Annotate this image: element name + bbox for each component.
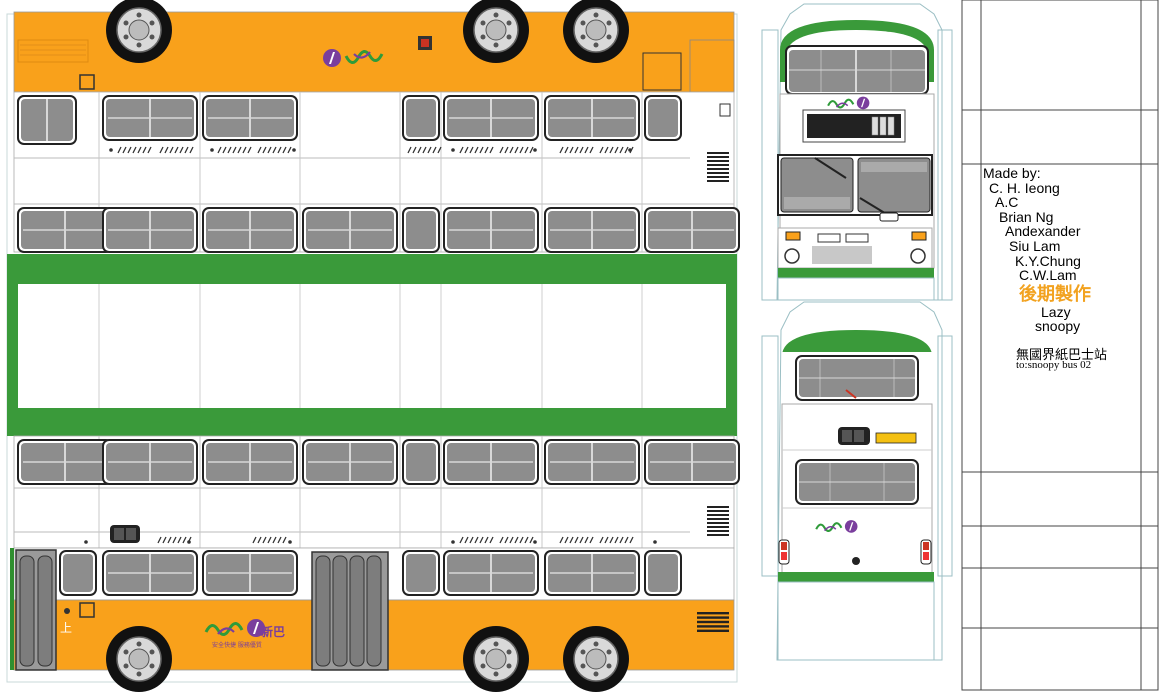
file-name: to:snoopy bus 02 — [1016, 359, 1092, 371]
credits-heading: Made by: — [983, 165, 1041, 181]
brand-slogan: 安全快捷 服務優質 — [212, 641, 262, 649]
credit-name: snoopy — [1035, 318, 1081, 335]
credit-name: C. H. Ieong — [989, 179, 1060, 196]
route-label: 上 — [60, 621, 72, 635]
credit-name: Lazy — [1041, 303, 1071, 320]
credit-name: K.Y.Chung — [1015, 252, 1081, 269]
credits-block: Made by: C. H. Ieong A.C Brian Ng Andexa… — [983, 166, 1091, 334]
rear-face-panel — [761, 301, 953, 661]
base-panel-strip — [961, 0, 1159, 691]
credit-post-production: 後期製作 — [1019, 283, 1091, 304]
credit-name: A.C — [995, 194, 1019, 211]
exit-door — [311, 551, 389, 671]
site-name: 無國界紙巴士站 — [1016, 348, 1108, 363]
side-panel-strip: 上 安全快捷 服務優質 新巴 — [6, 0, 740, 693]
brand-name-cn: 新巴 — [261, 624, 285, 639]
credit-name: Siu Lam — [1009, 237, 1061, 254]
credit-name: Brian Ng — [999, 208, 1054, 225]
front-door — [15, 549, 57, 671]
front-face-panel — [761, 3, 953, 301]
credit-name: Andexander — [1005, 223, 1081, 240]
credit-name: C.W.Lam — [1019, 267, 1077, 284]
